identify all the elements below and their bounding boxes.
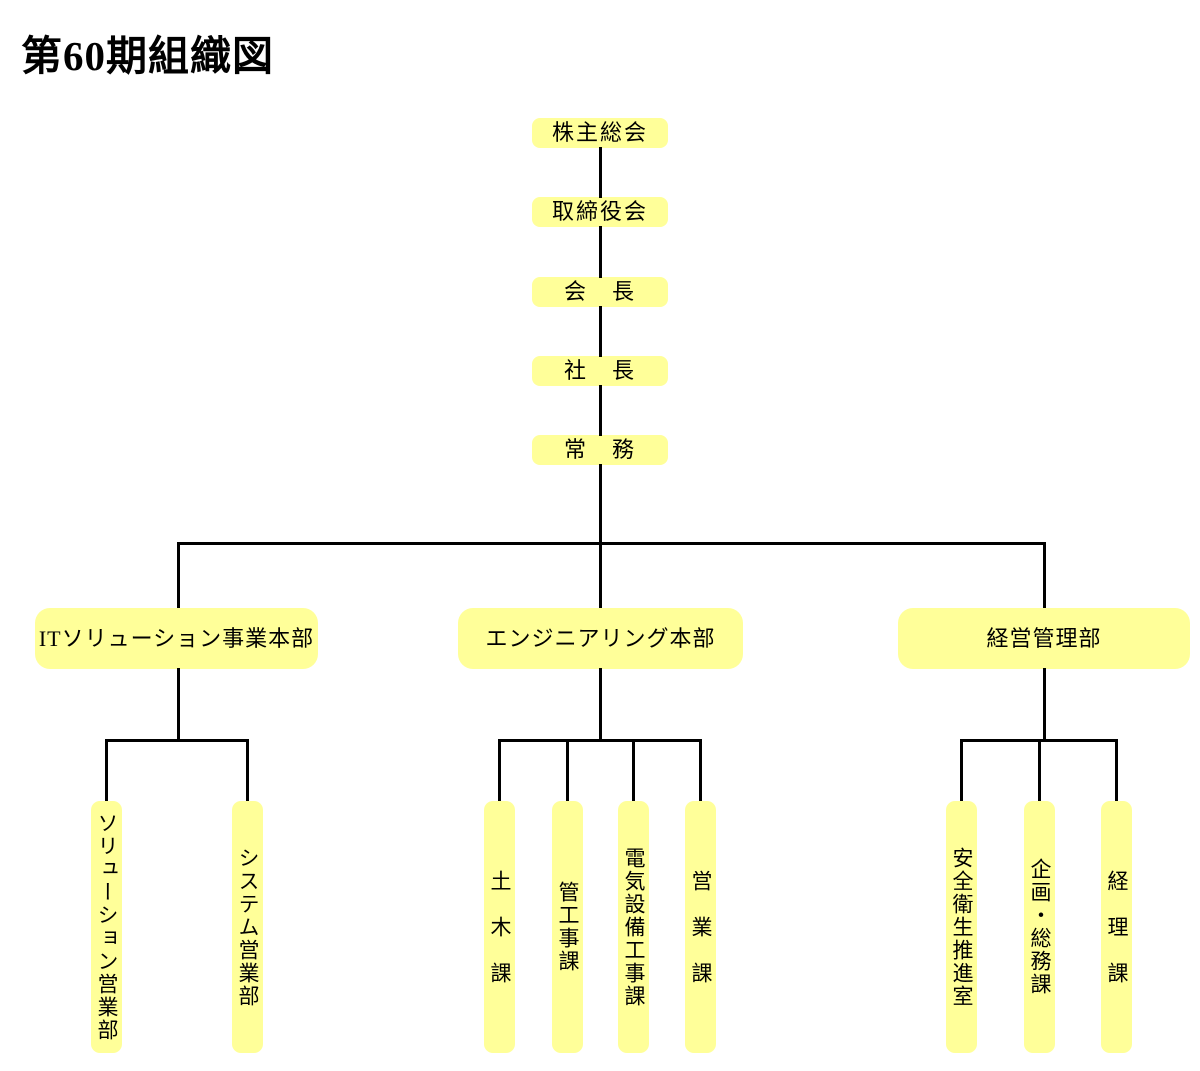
connector-main-horizontal bbox=[177, 542, 1046, 545]
org-node-it-solution-division: ITソリューション事業本部 bbox=[35, 608, 318, 669]
org-node-accounting-section: 経 理 課 bbox=[1101, 801, 1132, 1053]
connector-drop-civil-engineering bbox=[498, 739, 501, 802]
connector-drop-sales-section bbox=[699, 739, 702, 802]
org-node-civil-engineering-section: 土 木 課 bbox=[484, 801, 515, 1053]
connector-engineering-horizontal bbox=[498, 739, 702, 742]
org-node-pipe-works-section: 管工事課 bbox=[552, 801, 583, 1053]
org-node-board-of-directors: 取締役会 bbox=[532, 197, 668, 227]
org-node-system-sales-dept: システム営業部 bbox=[232, 801, 263, 1053]
connector-chain-1 bbox=[599, 147, 602, 198]
connector-drop-system-sales bbox=[246, 739, 249, 802]
civil-engineering-section-label: 土 木 課 bbox=[488, 869, 512, 985]
connector-drop-it-division bbox=[177, 542, 180, 609]
sales-section-label: 営 業 課 bbox=[689, 869, 713, 985]
safety-health-promotion-office-label: 安全衛生推進室 bbox=[950, 846, 974, 1008]
connector-drop-planning-section bbox=[1038, 739, 1041, 802]
pipe-works-section-label: 管工事課 bbox=[556, 881, 580, 973]
connector-management-stem bbox=[1043, 668, 1046, 742]
org-node-safety-health-promotion-office: 安全衛生推進室 bbox=[946, 801, 977, 1053]
page-title: 第60期組織図 bbox=[21, 33, 274, 79]
connector-drop-management-dept bbox=[1043, 542, 1046, 609]
connector-chain-3 bbox=[599, 306, 602, 357]
electrical-equipment-works-section-label: 電気設備工事課 bbox=[622, 846, 646, 1008]
connector-trunk bbox=[599, 464, 602, 610]
org-node-chairman: 会 長 bbox=[532, 277, 668, 307]
connector-drop-pipe-works bbox=[566, 739, 569, 802]
connector-it-division-stem bbox=[177, 668, 180, 742]
planning-general-affairs-section-label: 企画・総務課 bbox=[1028, 858, 1052, 996]
connector-drop-electrical-works bbox=[632, 739, 635, 802]
org-node-solution-sales-dept: ソリューション営業部 bbox=[91, 801, 122, 1053]
connector-drop-safety-office bbox=[960, 739, 963, 802]
connector-drop-accounting-section bbox=[1115, 739, 1118, 802]
solution-sales-dept-label: ソリューション営業部 bbox=[95, 812, 119, 1042]
org-node-managing-director: 常 務 bbox=[532, 435, 668, 465]
connector-drop-solution-sales bbox=[105, 739, 108, 802]
connector-chain-2 bbox=[599, 226, 602, 278]
org-node-electrical-equipment-works-section: 電気設備工事課 bbox=[618, 801, 649, 1053]
org-node-shareholders-meeting: 株主総会 bbox=[532, 118, 668, 148]
connector-chain-4 bbox=[599, 385, 602, 436]
connector-it-division-horizontal bbox=[105, 739, 249, 742]
org-node-sales-section: 営 業 課 bbox=[685, 801, 716, 1053]
connector-engineering-stem bbox=[599, 668, 602, 742]
org-node-engineering-division: エンジニアリング本部 bbox=[458, 608, 743, 669]
accounting-section-label: 経 理 課 bbox=[1105, 869, 1129, 985]
system-sales-dept-label: システム営業部 bbox=[236, 846, 260, 1008]
org-node-president: 社 長 bbox=[532, 356, 668, 386]
org-node-management-admin-dept: 経営管理部 bbox=[898, 608, 1190, 669]
org-node-planning-general-affairs-section: 企画・総務課 bbox=[1024, 801, 1055, 1053]
